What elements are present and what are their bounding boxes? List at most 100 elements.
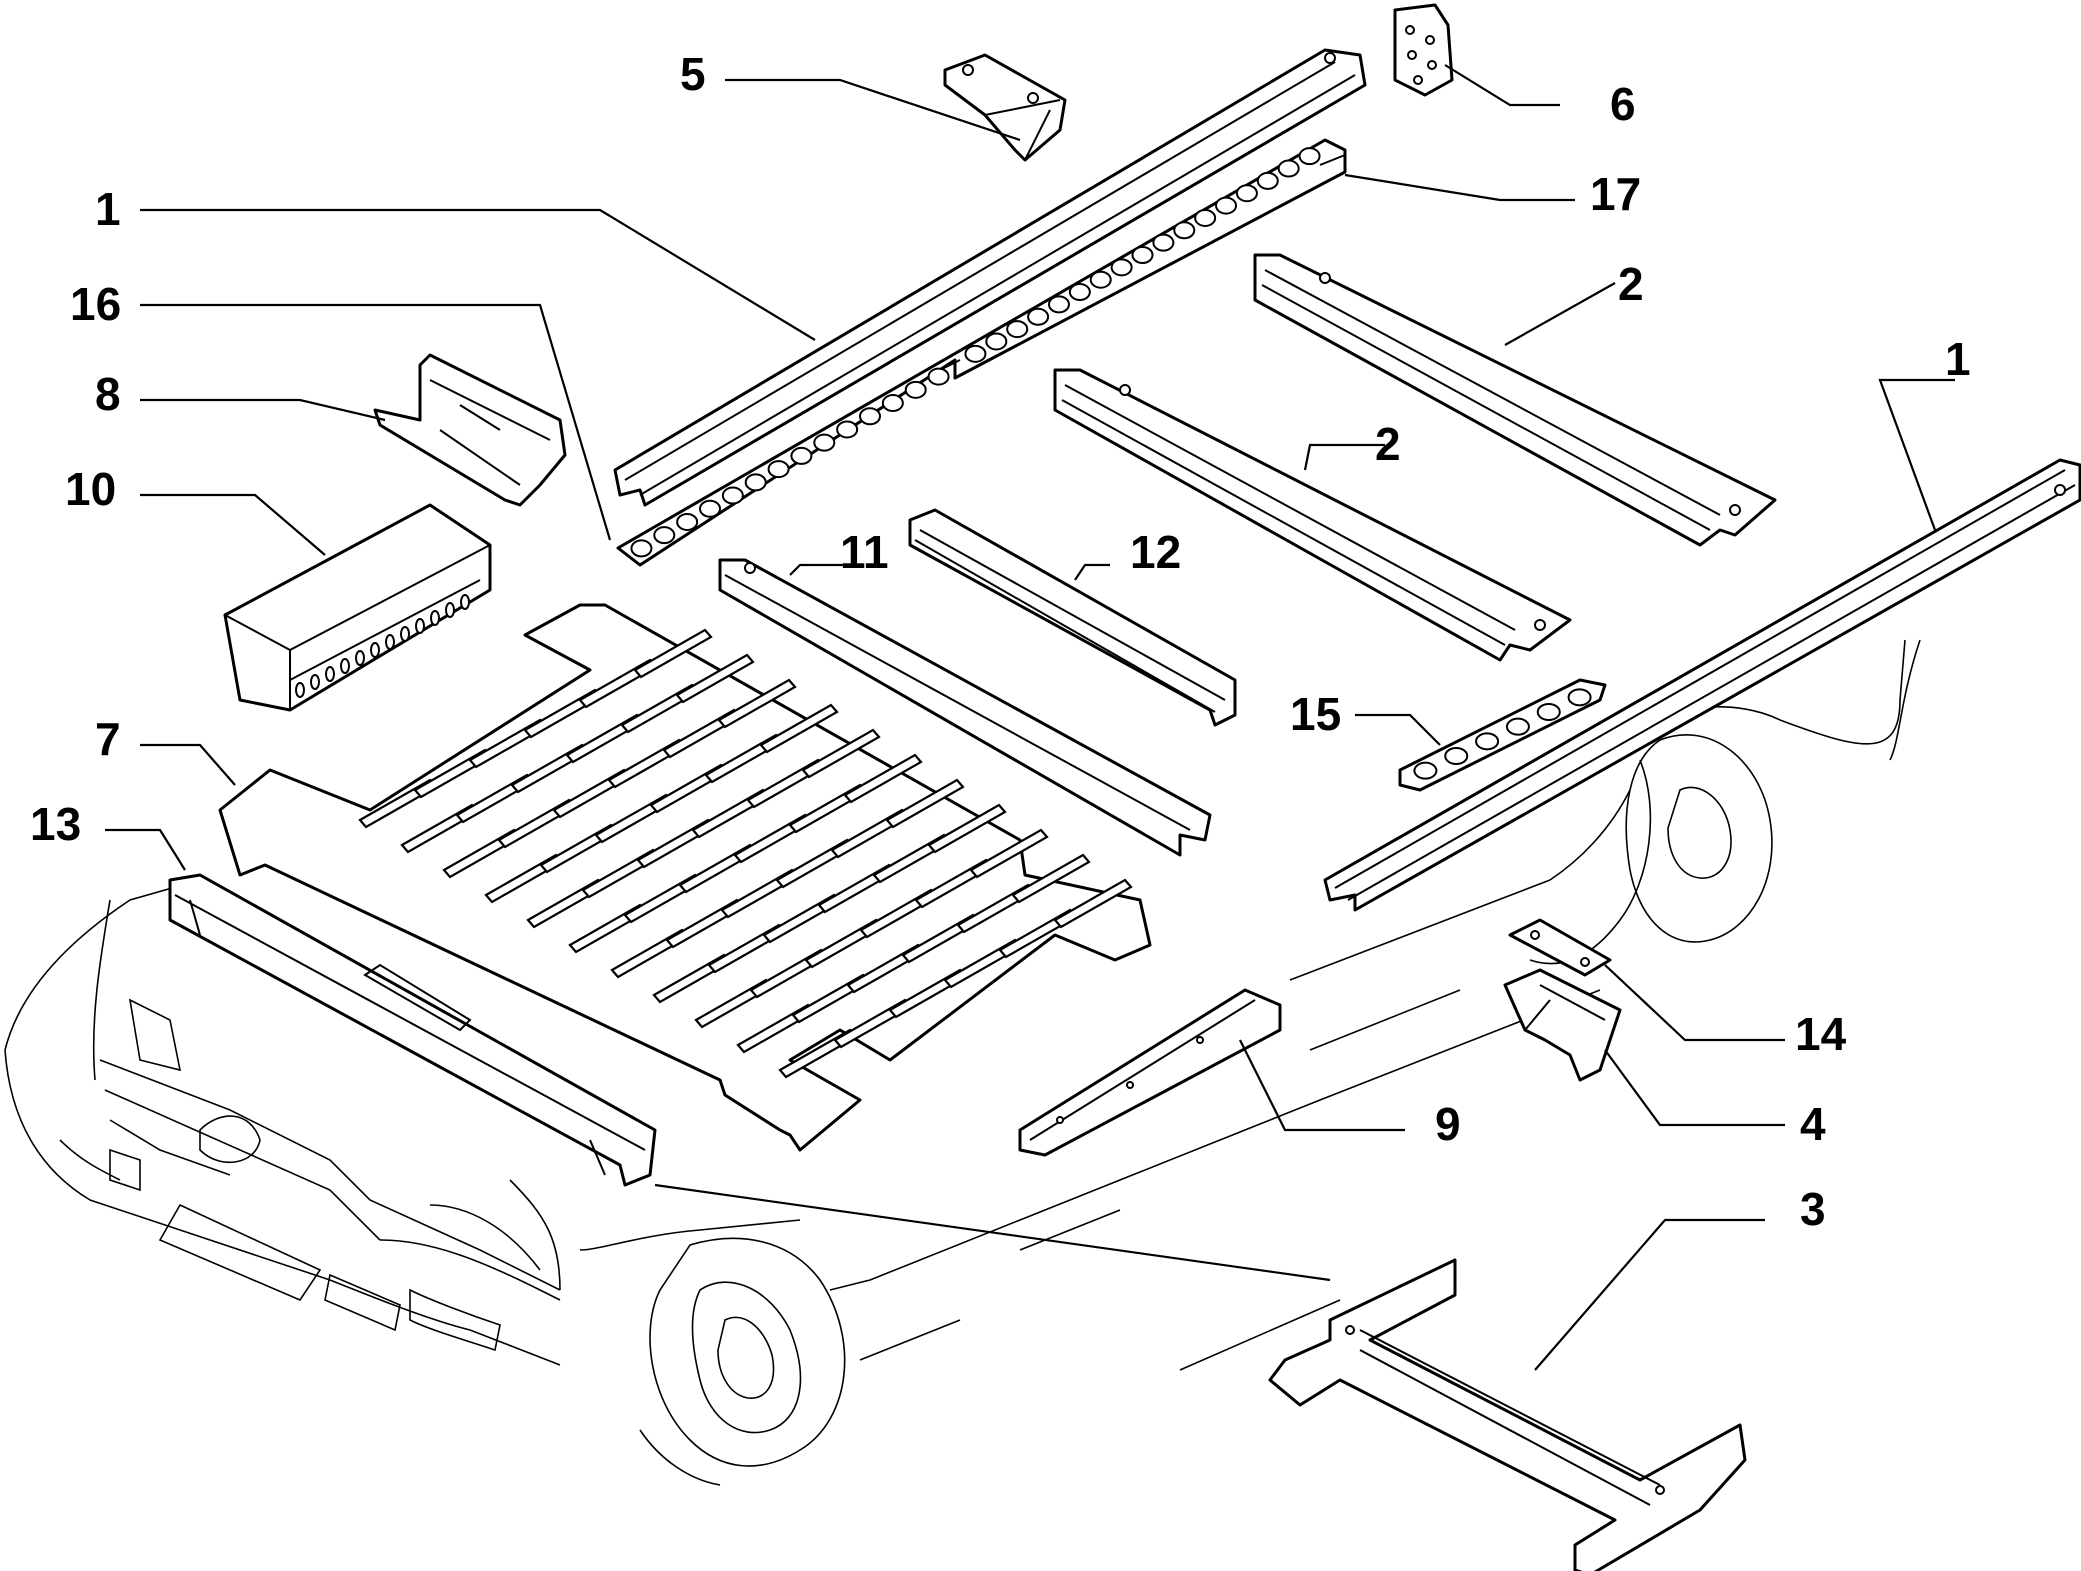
perforation-hole: [881, 394, 904, 413]
box-slot: [355, 650, 365, 666]
callout-8: 8: [95, 368, 121, 420]
plate-6: [1393, 3, 1454, 97]
leader-lines: [105, 64, 1955, 1371]
perforation-hole: [699, 499, 721, 518]
callout-14: 14: [1795, 1008, 1847, 1060]
cross-member-2a: [1253, 253, 1777, 547]
callout-2-mid: 2: [1375, 418, 1401, 470]
storage-box-10: [223, 503, 492, 712]
cross-member-12: [908, 508, 1237, 727]
callout-17: 17: [1590, 168, 1641, 220]
box-slot: [340, 658, 350, 674]
box-slot: [370, 642, 380, 658]
callout-3: 3: [1800, 1183, 1826, 1235]
perforation-hole: [1505, 717, 1530, 736]
perforation-hole: [1006, 320, 1029, 339]
perforation-hole: [927, 367, 950, 386]
floor-slot: [843, 753, 923, 804]
box-slot: [460, 594, 470, 610]
perforation-hole: [676, 512, 699, 531]
callout-13: 13: [30, 798, 81, 850]
callout-12: 12: [1130, 526, 1181, 578]
perforation-hole: [1567, 688, 1592, 707]
perforation-hole: [790, 446, 813, 465]
floor-slot: [759, 703, 839, 754]
perforation-hole: [630, 539, 653, 558]
perforation-hole: [1194, 208, 1217, 227]
u-bracket-4: [1503, 968, 1622, 1082]
perforation-hole: [1298, 147, 1321, 166]
callout-16: 16: [70, 278, 121, 330]
perforation-hole: [1131, 246, 1154, 264]
side-member-right: [1323, 458, 2081, 912]
perforation-hole: [904, 380, 927, 399]
perforation-hole: [1215, 196, 1238, 215]
floor-slot: [885, 778, 965, 829]
box-slot: [325, 666, 335, 682]
front-cross-member-13: [168, 873, 657, 1187]
callout-10: 10: [65, 463, 116, 515]
callout-9: 9: [1435, 1098, 1461, 1150]
perforation-hole: [1256, 171, 1279, 190]
perforation-hole: [1413, 761, 1438, 780]
box-slot: [295, 682, 305, 698]
perforation-hole: [1047, 295, 1070, 314]
callout-1-right: 1: [1945, 333, 1971, 385]
perforation-hole: [985, 332, 1008, 351]
floor-slot: [1011, 853, 1091, 904]
perforation-hole: [767, 460, 790, 479]
box-slot: [400, 626, 410, 642]
box-slot: [445, 602, 455, 618]
floor-slot: [969, 828, 1049, 879]
cross-member-11: [718, 558, 1212, 857]
perforation-hole: [1444, 747, 1469, 765]
hook-bracket-16: [373, 353, 567, 507]
box-slot: [310, 674, 320, 690]
perforation-hole: [813, 433, 836, 452]
perforation-hole: [1475, 732, 1500, 751]
floor-slot: [1053, 878, 1133, 929]
perforation-hole: [721, 486, 744, 505]
callout-15: 15: [1290, 688, 1341, 740]
callout-5: 5: [680, 48, 706, 100]
perforation-hole: [1110, 258, 1133, 277]
callout-labels: 5 6 1 17 16 2 8 2 10 1 11 12 7 15 13 14 …: [30, 48, 1971, 1235]
floor-slot: [801, 728, 881, 779]
rear-frame-3: [1268, 1258, 1747, 1571]
perforation-hole: [1027, 307, 1050, 326]
bar-9: [1018, 988, 1282, 1157]
box-slot: [385, 634, 395, 650]
van-outline: [4, 639, 1921, 1486]
box-slot: [415, 618, 425, 634]
bracket-5: [943, 53, 1067, 162]
perforation-hole: [1277, 159, 1300, 178]
callout-2-top: 2: [1618, 258, 1644, 310]
callout-7: 7: [95, 713, 121, 765]
perforation-hole: [1152, 233, 1175, 252]
perforated-strip-small: [1398, 678, 1607, 792]
callout-1-left: 1: [95, 183, 121, 235]
perforation-hole: [1068, 283, 1091, 302]
floor-slot: [927, 803, 1007, 854]
floor-slot: [633, 628, 713, 679]
perforated-strip: [616, 138, 1347, 567]
perforation-hole: [744, 473, 767, 492]
perforation-hole: [964, 344, 987, 363]
box-slot: [430, 610, 440, 626]
perforation-hole: [1173, 221, 1196, 240]
perforation-hole: [1235, 184, 1258, 203]
small-plate-14: [1508, 918, 1612, 977]
perforation-hole: [653, 526, 676, 545]
callout-6: 6: [1610, 78, 1636, 130]
floor-panel-7: [218, 603, 1152, 1152]
callout-11: 11: [840, 526, 889, 578]
perforation-hole: [1089, 270, 1112, 289]
floor-slot: [675, 653, 755, 704]
perforation-hole: [859, 407, 881, 426]
perforation-hole: [1536, 703, 1561, 721]
side-member-left: [613, 48, 1367, 507]
callout-4: 4: [1800, 1098, 1826, 1150]
floor-slot: [717, 678, 797, 729]
